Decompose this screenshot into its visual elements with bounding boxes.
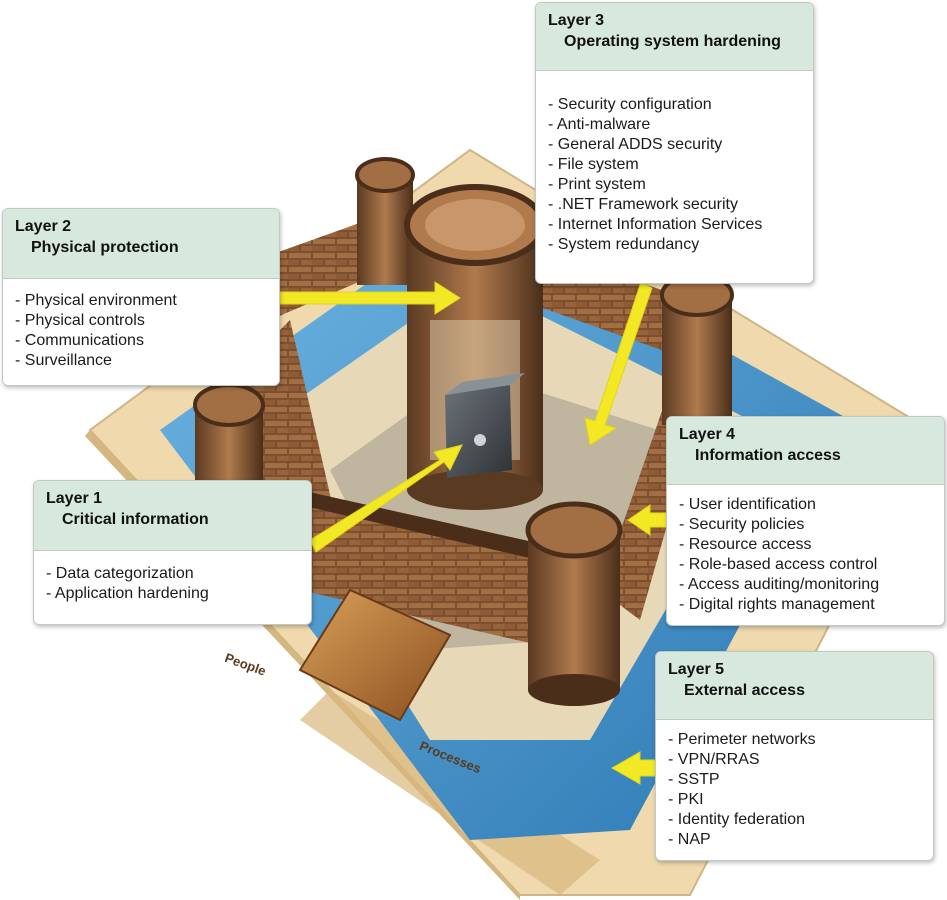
list-item: System redundancy bbox=[548, 235, 803, 255]
layer4-title: Information access bbox=[695, 447, 841, 464]
callout-layer1: Layer 1 Critical information Data catego… bbox=[33, 480, 312, 625]
list-item: Physical environment bbox=[15, 291, 269, 311]
list-item: SSTP bbox=[668, 770, 923, 790]
list-item: .NET Framework security bbox=[548, 195, 803, 215]
list-item: NAP bbox=[668, 830, 923, 850]
list-item: Internet Information Services bbox=[548, 215, 803, 235]
list-item: General ADDS security bbox=[548, 135, 803, 155]
safe-icon bbox=[445, 373, 525, 478]
layer5-label: Layer 5 bbox=[668, 661, 725, 678]
layer3-label: Layer 3 bbox=[548, 12, 605, 29]
callout-layer5: Layer 5 External access Perimeter networ… bbox=[655, 651, 934, 861]
layer4-label: Layer 4 bbox=[679, 426, 736, 443]
arrow-layer4 bbox=[627, 504, 669, 536]
layer1-items: Data categorization Application hardenin… bbox=[34, 551, 311, 612]
list-item: Print system bbox=[548, 175, 803, 195]
arrow-layer3 bbox=[584, 281, 653, 446]
arrows bbox=[279, 281, 669, 785]
layer2-label: Layer 2 bbox=[15, 218, 72, 235]
list-item: Security policies bbox=[679, 515, 934, 535]
layer3-items: Security configuration Anti-malware Gene… bbox=[536, 71, 813, 263]
arrow-layer2 bbox=[279, 281, 461, 315]
list-item: Data categorization bbox=[46, 564, 301, 584]
layer2-items: Physical environment Physical controls C… bbox=[3, 279, 279, 379]
list-item: User identification bbox=[679, 495, 934, 515]
wall-front bbox=[300, 500, 560, 650]
layer4-items: User identification Security policies Re… bbox=[667, 485, 944, 623]
list-item: Physical controls bbox=[15, 311, 269, 331]
list-item: Resource access bbox=[679, 535, 934, 555]
callout-layer2: Layer 2 Physical protection Physical env… bbox=[2, 208, 280, 386]
layer5-items: Perimeter networks VPN/RRAS SSTP PKI Ide… bbox=[656, 720, 933, 858]
list-item: VPN/RRAS bbox=[668, 750, 923, 770]
list-item: Application hardening bbox=[46, 584, 301, 604]
list-item: Role-based access control bbox=[679, 555, 934, 575]
tower-front bbox=[525, 501, 623, 706]
layer1-label: Layer 1 bbox=[46, 490, 103, 507]
list-item: Communications bbox=[15, 331, 269, 351]
list-item: Anti-malware bbox=[548, 115, 803, 135]
list-item: Perimeter networks bbox=[668, 730, 923, 750]
list-item: Digital rights management bbox=[679, 595, 934, 615]
arrow-layer1 bbox=[309, 444, 463, 553]
list-item: Security configuration bbox=[548, 95, 803, 115]
list-item: File system bbox=[548, 155, 803, 175]
list-item: PKI bbox=[668, 790, 923, 810]
list-item: Surveillance bbox=[15, 351, 269, 371]
arrow-layer5 bbox=[610, 751, 658, 785]
tower-right bbox=[660, 273, 734, 425]
layer5-title: External access bbox=[684, 682, 805, 699]
list-item: Identity federation bbox=[668, 810, 923, 830]
layer2-title: Physical protection bbox=[31, 239, 179, 256]
layer3-title: Operating system hardening bbox=[564, 33, 781, 50]
list-item: Access auditing/monitoring bbox=[679, 575, 934, 595]
tower-back-left bbox=[355, 157, 415, 285]
layer1-title: Critical information bbox=[62, 511, 209, 528]
drawbridge bbox=[298, 588, 452, 722]
callout-layer3: Layer 3 Operating system hardening Secur… bbox=[535, 2, 814, 284]
callout-layer4: Layer 4 Information access User identifi… bbox=[666, 416, 945, 626]
